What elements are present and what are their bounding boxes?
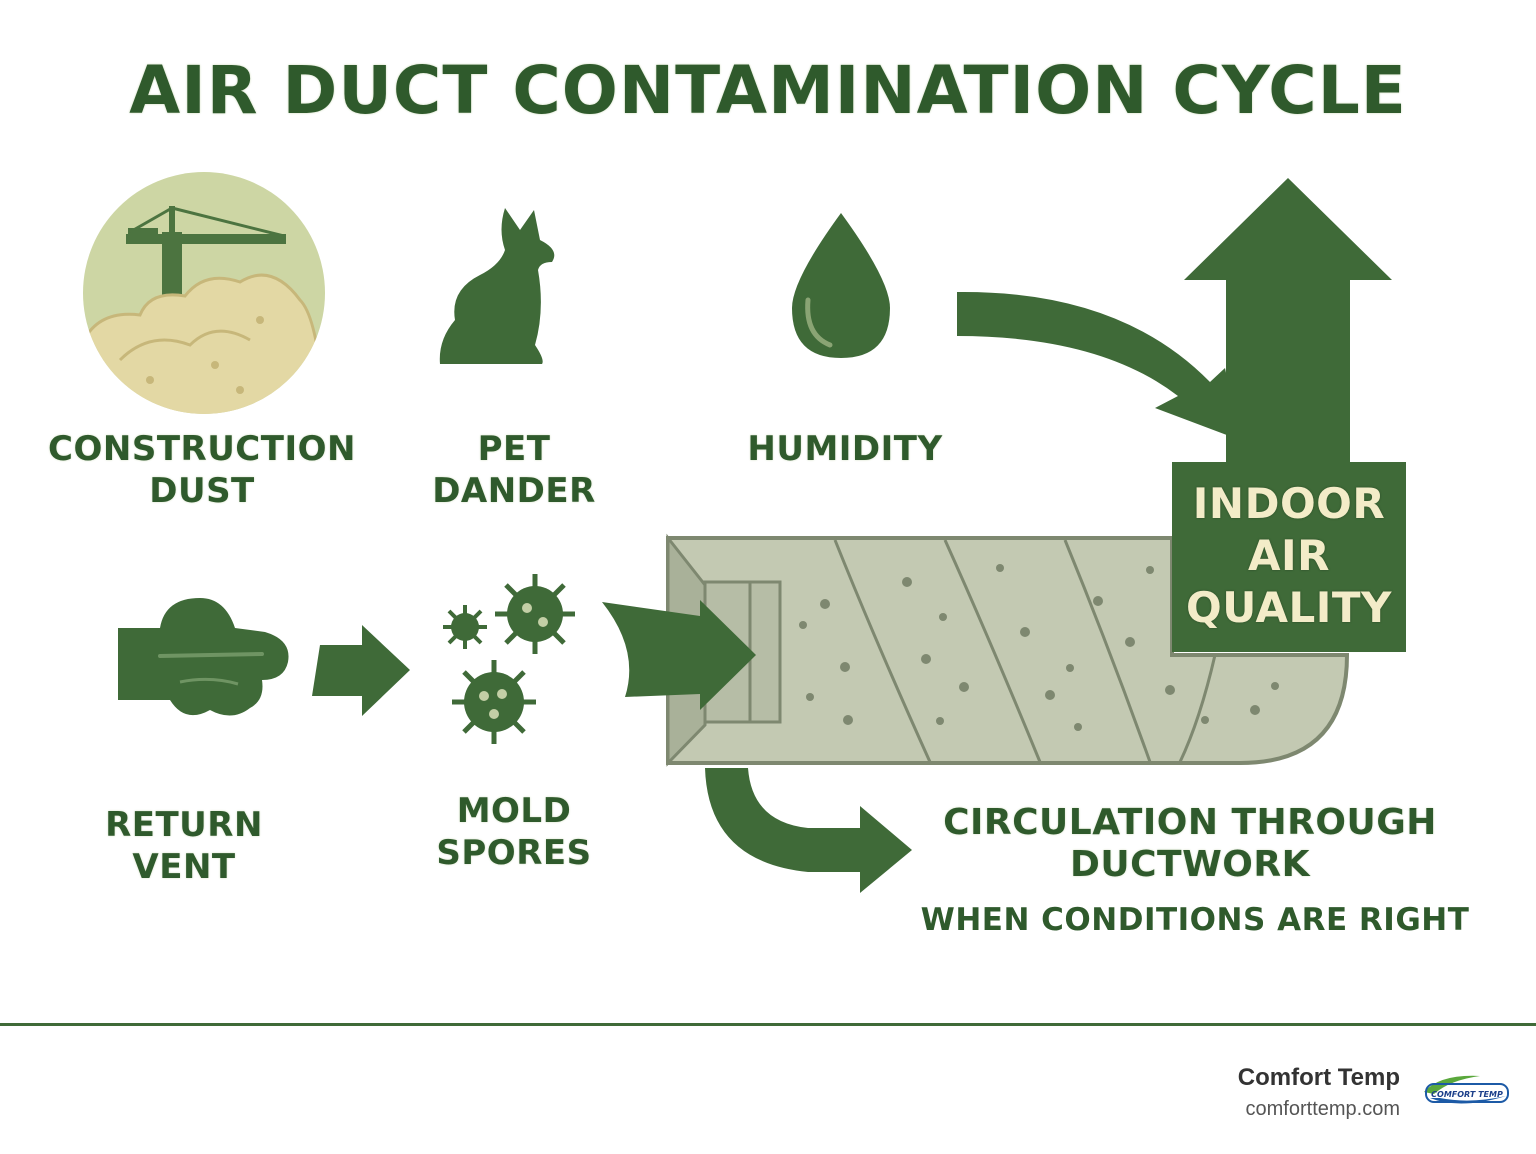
logo-text: COMFORT TEMP (1431, 1090, 1503, 1099)
water-drop-icon (792, 213, 890, 358)
duct-entry-arrow-icon (602, 600, 756, 710)
curved-arrow-icon (957, 291, 1240, 440)
cat-icon (439, 208, 555, 364)
up-arrow-icon (1184, 178, 1392, 470)
label-humidity: HUMIDITY (747, 429, 943, 469)
condition-note: WHEN CONDITIONS ARE RIGHT (920, 902, 1470, 938)
vent-cloud-icon (118, 598, 289, 716)
company-logo: COMFORT TEMP (1424, 1075, 1509, 1104)
footer-brand: Comfort Temp (1237, 1064, 1400, 1091)
footer-url: comforttemp.com (1245, 1098, 1400, 1120)
crane-dust-icon (83, 172, 325, 414)
footer-divider (0, 1023, 1536, 1026)
mold-spore-icon (443, 574, 575, 744)
diagram-title: AIR DUCT CONTAMINATION CYCLE (129, 52, 1407, 129)
circulation-arrow-icon (705, 768, 912, 893)
arrow-icon (312, 625, 410, 716)
